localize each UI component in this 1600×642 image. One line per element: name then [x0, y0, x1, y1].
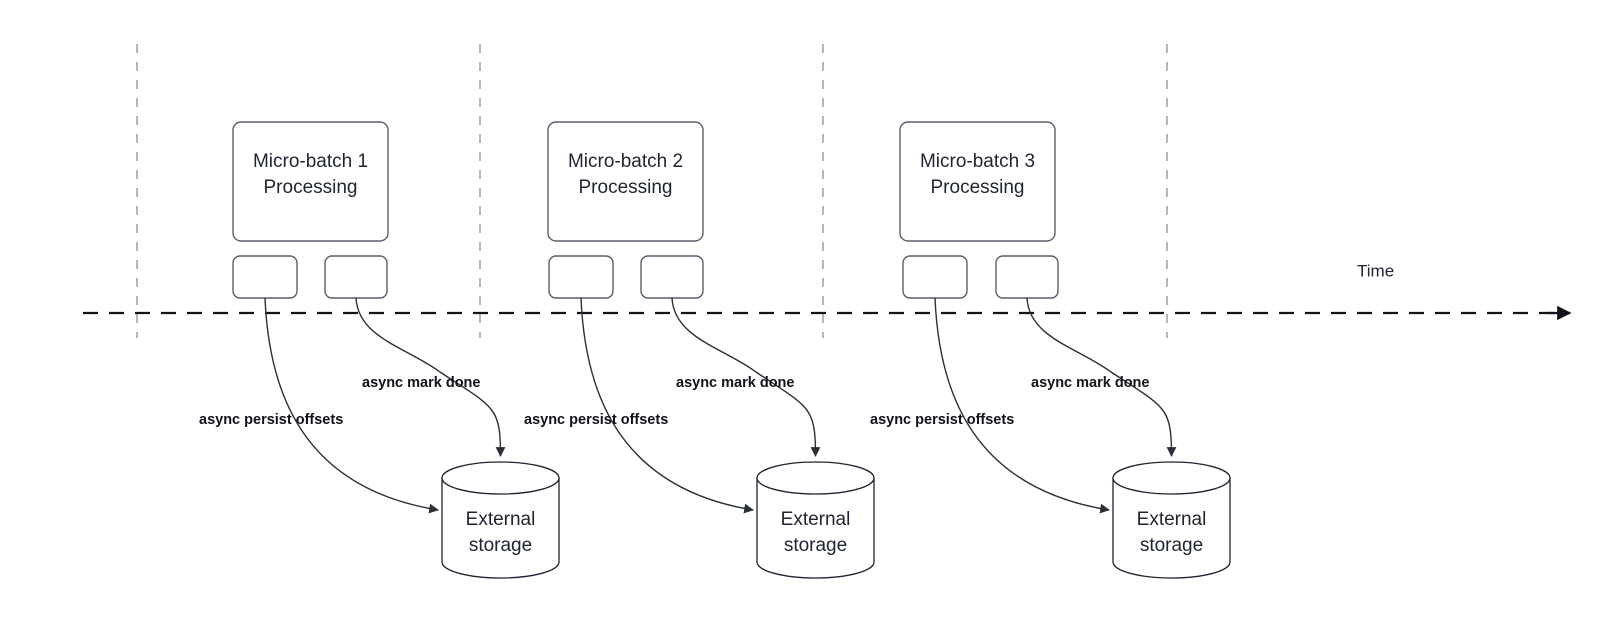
microbatch-label-line2-3: Processing: [931, 177, 1025, 198]
persist-offsets-label-3: async persist offsets: [870, 412, 1014, 428]
microbatch-label-line1-1: Micro-batch 1: [253, 151, 368, 172]
mark-done-arrow-1: [355, 297, 506, 457]
persist-offsets-arrow-3: [934, 297, 1110, 514]
persist-offsets-arrow-1: [264, 297, 439, 514]
storage-label-line2-1: storage: [469, 535, 532, 556]
microbatch-box-1[interactable]: [232, 121, 389, 242]
offset-commit-box-2[interactable]: [548, 255, 614, 299]
storage-cylinder-top-1: [441, 461, 560, 495]
tick-boundary-lines: [136, 44, 1168, 338]
offset-commit-box-1[interactable]: [232, 255, 298, 299]
mark-done-label-1: async mark done: [362, 375, 480, 391]
microbatch-box-2[interactable]: [547, 121, 704, 242]
mark-done-arrow-3: [1026, 297, 1177, 457]
microbatch-label-line2-2: Processing: [579, 177, 673, 198]
mark-done-box-1[interactable]: [324, 255, 388, 299]
mark-done-label-3: async mark done: [1031, 375, 1149, 391]
mark-done-box-3[interactable]: [995, 255, 1059, 299]
persist-offsets-label-1: async persist offsets: [199, 412, 343, 428]
storage-cylinder-body-1[interactable]: [441, 477, 560, 579]
offset-commit-box-3[interactable]: [902, 255, 968, 299]
storage-cylinder-top-3: [1112, 461, 1231, 495]
microbatch-label-line2-1: Processing: [264, 177, 358, 198]
persist-offsets-arrow-2: [580, 297, 754, 514]
mark-done-label-2: async mark done: [676, 375, 794, 391]
mark-done-box-2[interactable]: [640, 255, 704, 299]
storage-cylinder-top-2: [756, 461, 875, 495]
storage-label-line1-3: External: [1137, 509, 1207, 530]
persist-offsets-label-2: async persist offsets: [524, 412, 668, 428]
storage-label-line2-3: storage: [1140, 535, 1203, 556]
storage-cylinder-body-2[interactable]: [756, 477, 875, 579]
storage-label-line1-1: External: [466, 509, 536, 530]
storage-label-line2-2: storage: [784, 535, 847, 556]
storage-label-line1-2: External: [781, 509, 851, 530]
mark-done-arrow-2: [671, 297, 821, 457]
storage-cylinder-body-3[interactable]: [1112, 477, 1231, 579]
microbatch-box-3[interactable]: [899, 121, 1056, 242]
microbatch-label-line1-2: Micro-batch 2: [568, 151, 683, 172]
microbatch-label-line1-3: Micro-batch 3: [920, 151, 1035, 172]
time-axis-label: Time: [1357, 261, 1394, 280]
